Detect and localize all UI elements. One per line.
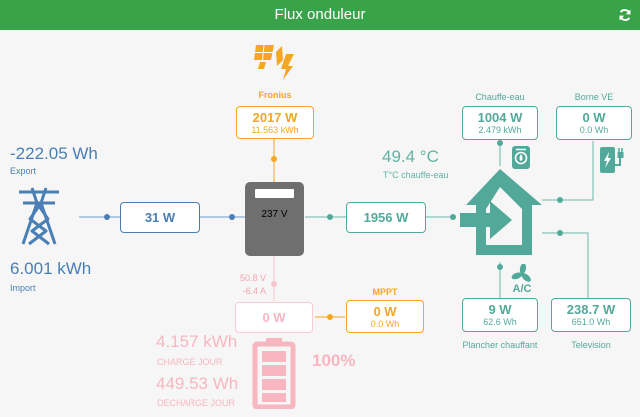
solar-label: Fronius xyxy=(258,90,292,100)
inverter-icon[interactable]: 237 V xyxy=(245,182,304,256)
ev-charger-icon xyxy=(600,147,624,173)
solar-energy: 11.563 kWh xyxy=(251,124,299,135)
grid-import-label: Import xyxy=(10,283,36,293)
house-import-icon xyxy=(460,169,542,255)
widget-header: Flux onduleur xyxy=(0,0,640,30)
refresh-icon[interactable] xyxy=(618,8,632,22)
water-heater-box[interactable]: 1004 W 2.479 kWh xyxy=(462,106,538,140)
television-power: 238.7 W xyxy=(566,302,616,317)
air-conditioner-icon xyxy=(511,264,531,282)
floor-heating-power: 9 W xyxy=(488,302,512,317)
water-heater-energy: 2.479 kWh xyxy=(478,125,522,135)
ev-charger-power: 0 W xyxy=(582,110,606,125)
solar-power-box[interactable]: 2017 W 11.563 kWh xyxy=(236,106,314,139)
battery-voltage: 50.8 V xyxy=(239,273,266,283)
widget-title: Flux onduleur xyxy=(274,6,366,23)
television-label: Television xyxy=(571,340,611,350)
house-power: 1956 W xyxy=(363,210,409,225)
mppt-power: 0 W xyxy=(373,303,397,319)
solar-power: 2017 W xyxy=(252,109,298,125)
grid-import-value: 6.001 kWh xyxy=(10,259,92,278)
grid-power-box[interactable]: 31 W xyxy=(120,202,200,233)
battery-power-box[interactable]: 0 W xyxy=(235,302,313,333)
air-conditioner-icon-text: A/C xyxy=(512,283,532,295)
battery-charge-value: 4.157 kWh xyxy=(156,332,238,351)
grid-export-label: Export xyxy=(10,166,37,176)
water-heater-temp-label: T°C chauffe-eau xyxy=(383,170,449,180)
house-power-box[interactable]: 1956 W xyxy=(346,202,426,233)
battery-charge-label: CHARGE JOUR xyxy=(157,357,223,367)
battery-soc: 100% xyxy=(312,351,356,370)
battery-current: -6.4 A xyxy=(242,286,266,296)
battery-discharge-value: 449.53 Wh xyxy=(156,374,239,393)
water-heater-power: 1004 W xyxy=(477,110,523,125)
ev-charger-energy: 0.0 Wh xyxy=(579,125,609,135)
floor-heating-label: Plancher chauffant xyxy=(462,340,538,350)
solar-panel-lightning-icon xyxy=(254,44,294,80)
inverter-display xyxy=(255,189,294,198)
inverter-voltage: 237 V xyxy=(261,209,288,220)
grid-power: 31 W xyxy=(144,210,176,225)
mppt-box[interactable]: 0 W 0.0 Wh xyxy=(346,300,424,333)
mppt-label: MPPT xyxy=(372,287,398,297)
television-energy: 651.0 Wh xyxy=(571,317,611,327)
floor-heating-box[interactable]: 9 W 62.6 Wh xyxy=(462,298,538,332)
battery-icon xyxy=(252,338,296,409)
battery-power: 0 W xyxy=(262,310,286,325)
water-heater-temp-value: 49.4 °C xyxy=(382,147,439,166)
mppt-energy: 0.0 Wh xyxy=(370,318,400,329)
ev-charger-label: Borne VE xyxy=(574,92,614,102)
grid-export-value: -222.05 Wh xyxy=(10,144,98,163)
battery-discharge-label: DECHARGE JOUR xyxy=(157,398,236,408)
television-box[interactable]: 238.7 W 651.0 Wh xyxy=(551,298,631,332)
ev-charger-box[interactable]: 0 W 0.0 Wh xyxy=(556,106,632,140)
floor-heating-energy: 62.6 Wh xyxy=(483,317,517,327)
power-pylon-icon xyxy=(19,187,59,246)
water-heater-label: Chauffe-eau xyxy=(475,92,525,102)
water-heater-icon xyxy=(512,146,530,169)
